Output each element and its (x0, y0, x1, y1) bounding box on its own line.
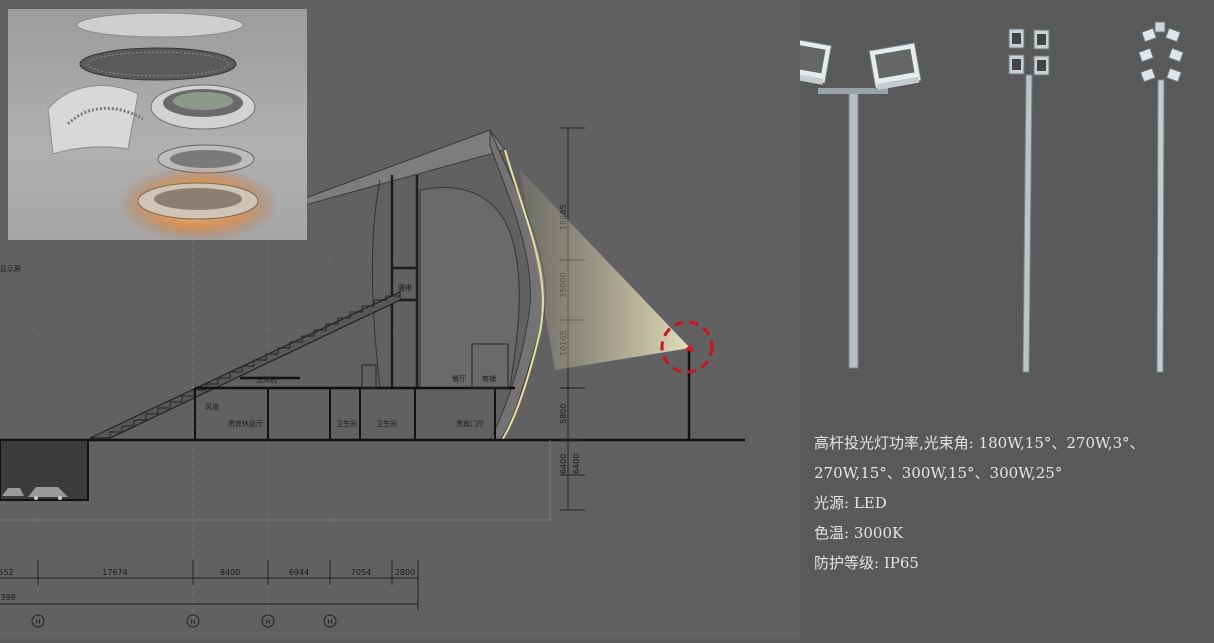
spec-text-block: 高杆投光灯功率,光束角: 180W,15°、270W,3°、270W,15°、3… (814, 428, 1204, 578)
label-restaurant: 餐厅 (452, 374, 466, 383)
spec-light-source: 光源: LED (814, 494, 887, 512)
section-drawing: 显示屏 强电 送风机 风道 贵宾休息厅 卫生间 卫生间 贵宾门厅 餐厅 商铺 1… (0, 100, 745, 628)
hdim-6: 2800 (395, 568, 415, 577)
hdim-4: 6944 (289, 568, 309, 577)
columns (194, 388, 496, 440)
axis-label-4: H (327, 618, 332, 626)
spec-ip-rating: 防护等级: IP65 (814, 554, 919, 572)
axis-marker (261, 614, 275, 628)
hdim-total: 398 (0, 593, 15, 602)
door (361, 364, 377, 389)
axis-marker (31, 614, 45, 628)
axis-marker (186, 614, 200, 628)
spec-color-temp: 色温: 3000K (814, 524, 904, 542)
label-wind: 送风机 (256, 375, 277, 384)
pole-light-quad (1008, 28, 1050, 373)
label-vip-lounge: 贵宾休息厅 (228, 419, 263, 428)
highlight-ring (660, 320, 714, 374)
label-screen: 显示屏 (0, 265, 21, 273)
axis-marker (323, 614, 337, 628)
hdim-2: 17674 (102, 568, 127, 577)
vdim-4: 5800 (559, 404, 568, 424)
floodlight-left-icon (800, 37, 832, 85)
basement (0, 439, 89, 501)
floodlight-right-icon (868, 42, 922, 90)
room-labels: 显示屏 强电 送风机 风道 贵宾休息厅 卫生间 卫生间 贵宾门厅 餐厅 商铺 (0, 265, 496, 428)
axis-label-3: H (265, 618, 270, 626)
vdim-5: 6400 (559, 454, 568, 474)
label-wc1: 卫生间 (336, 419, 357, 428)
product-panel: 高杆投光灯功率,光束角: 180W,15°、270W,3°、270W,15°、3… (800, 0, 1214, 639)
section-drawing-svg: 显示屏 强电 送风机 风道 贵宾休息厅 卫生间 卫生间 贵宾门厅 餐厅 商铺 1… (0, 100, 745, 628)
label-vip-hall: 贵宾门厅 (456, 419, 484, 428)
hdim-3: 8400 (220, 568, 240, 577)
lamp-head-icon (684, 344, 694, 352)
pole-light-twin (800, 37, 922, 369)
pole-light-hex (1138, 21, 1184, 373)
vdim-6: 6400 (572, 454, 581, 474)
outer-shell (47, 85, 139, 155)
pole-lights-svg (800, 21, 1184, 373)
axis-markers (31, 614, 337, 628)
exploded-render-svg (47, 12, 278, 242)
inner-hall (419, 187, 520, 389)
hdim-1: 552 (0, 568, 14, 577)
floor-slabs (0, 376, 745, 442)
label-shop: 商铺 (482, 374, 496, 383)
stair-steps (109, 295, 400, 438)
roof-disc (76, 12, 244, 38)
exploded-render (8, 9, 307, 242)
shop-booth (471, 343, 509, 389)
label-wind2: 风道 (205, 402, 219, 411)
hdim-5: 7054 (351, 568, 371, 577)
axis-label-2: H (190, 618, 195, 626)
spec-power-beam: 高杆投光灯功率,光束角: 180W,15°、270W,3°、270W,15°、3… (814, 434, 1145, 482)
horizontal-dimension-chain (0, 560, 419, 610)
seating-stand (89, 291, 401, 439)
axis-label-1: H (35, 618, 40, 626)
core-wall (390, 175, 419, 388)
horizontal-dim-labels: 552 17674 8400 6944 7054 2800 398 (0, 568, 415, 602)
light-beam (520, 170, 690, 370)
label-power: 强电 (398, 283, 412, 292)
roof-grid (79, 47, 237, 81)
label-wc2: 卫生间 (376, 419, 397, 428)
axis-marker-labels: H H H H (35, 618, 332, 626)
